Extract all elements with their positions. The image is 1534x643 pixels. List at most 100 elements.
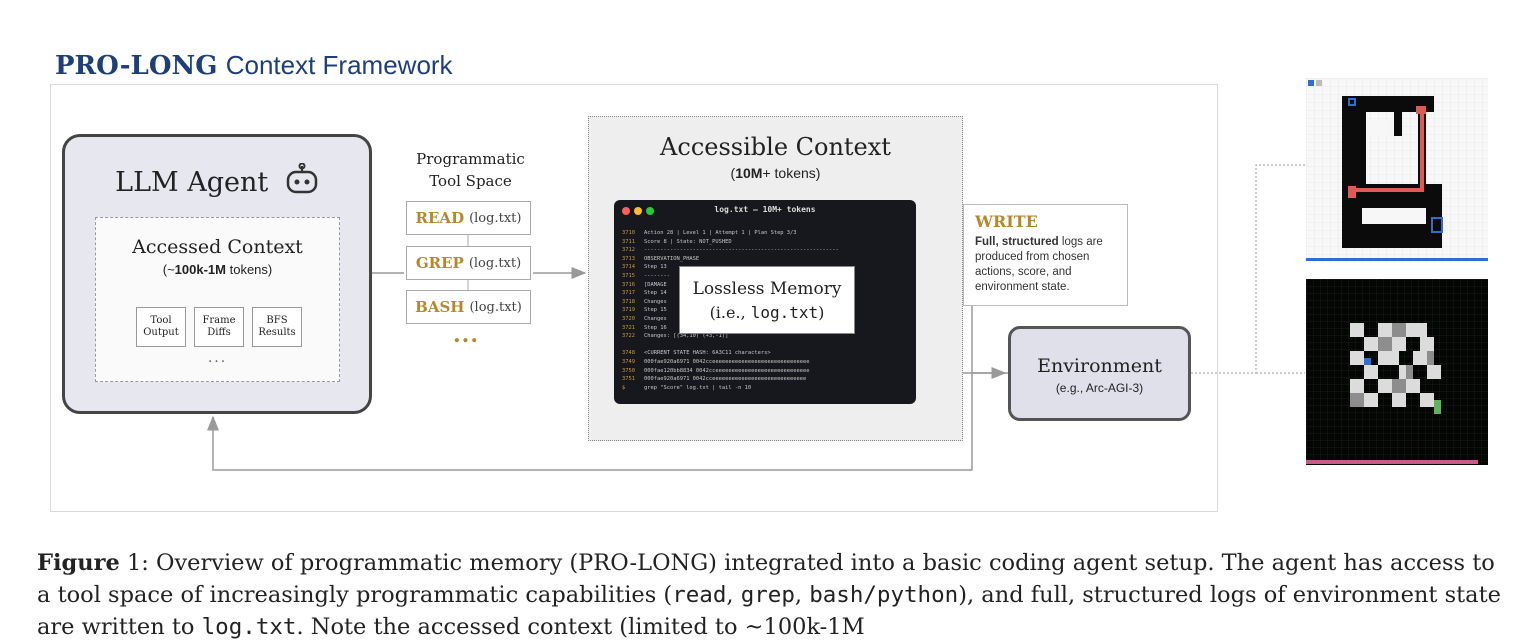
bash-tool-cmd: BASH <box>415 298 465 316</box>
ctx-sub-post: + tokens) <box>762 165 821 181</box>
accessed-ellipsis: ... <box>207 350 228 366</box>
llm-agent-box: LLM Agent Accessed Context (~100k-1M tok… <box>62 134 372 414</box>
terminal-line-number: 3749 <box>622 359 635 365</box>
frame-diffs-chip: Frame Diffs <box>194 307 244 347</box>
terminal-line-number: 3715 <box>622 273 635 279</box>
tool-space-heading-2: Tool Space <box>429 172 512 190</box>
terminal-line-text: Step 15 <box>644 307 667 314</box>
terminal-line: 3711 Score 8 | State: NOT_PUSHED <box>622 239 732 245</box>
bash-tool-arg: (log.txt) <box>469 299 522 315</box>
terminal-line-number: 3750 <box>622 367 635 374</box>
write-box: WRITE Full, structured logs are produced… <box>963 204 1128 306</box>
write-description: Full, structured logs are produced from … <box>975 235 1120 295</box>
terminal-line <box>622 342 644 348</box>
terminal-line-number: 3711 <box>622 238 635 245</box>
terminal-line-text: Changes <box>644 316 667 322</box>
figure-title: PRO-LONG Context Framework <box>55 50 453 81</box>
environment-example: (e.g., Arc-AGI-3) <box>1055 381 1144 395</box>
terminal-line-number: 3713 <box>622 255 635 262</box>
read-tool-arg: (log.txt) <box>469 210 522 226</box>
terminal-line-number: 3719 <box>622 307 635 314</box>
terminal-line-text: [DAMAGE <box>644 281 667 288</box>
title-rest: Context Framework <box>225 50 453 80</box>
terminal-line: $ grep "Score" log.txt | tail -n 10 <box>622 385 751 391</box>
terminal-line-text: Step 13 <box>644 264 667 271</box>
close-dot-icon <box>622 207 630 215</box>
accessed-sub-bold: 100k-1M <box>174 262 226 277</box>
terminal-line: 3713 OBSERVATION_PHASE <box>622 256 699 262</box>
title-bold: PRO-LONG <box>55 51 218 81</box>
lossless-memory-box: Lossless Memory (i.e., log.txt) <box>679 266 855 334</box>
caption-number: 1: <box>119 550 156 576</box>
caption-code-grep: grep <box>740 582 795 608</box>
terminal-line-text: ----------------------------------------… <box>644 247 839 254</box>
grep-tool-arg: (log.txt) <box>468 255 522 271</box>
ctx-sub-pre: ( <box>730 165 736 181</box>
tool-space-heading: Programmatic Tool Space <box>398 148 543 192</box>
accessed-sub-pre: (~ <box>162 262 175 277</box>
terminal-line: 3750 000fae120bb8834 0042cceeeeeeeeeeeeee… <box>622 368 810 374</box>
caption-code-log: log.txt <box>201 614 297 640</box>
terminal-line-text: <CURRENT STATE HASH: 6A3C11 characters> <box>644 350 771 357</box>
write-title: WRITE <box>975 212 1038 231</box>
terminal-line: 3712------------------------------------… <box>622 247 839 253</box>
game-frame-maze-image <box>1306 78 1488 262</box>
environment-box: Environment (e.g., Arc-AGI-3) <box>1008 326 1191 421</box>
caption-code-read: read <box>672 582 727 608</box>
terminal-line: 3710 Action 28 | Level 1 | Attempt 1 | Pl… <box>622 230 797 236</box>
terminal-line: 3748<CURRENT STATE HASH: 6A3C11 characte… <box>622 350 771 356</box>
accessed-context-tokens: (~100k-1M tokens) <box>96 262 339 277</box>
tool-space-heading-1: Programmatic <box>416 150 525 168</box>
lossless-memory-title: Lossless Memory <box>692 279 842 299</box>
robot-icon <box>286 162 318 194</box>
tool-output-chip: Tool Output <box>136 307 186 347</box>
terminal-line-text: Action 28 | Level 1 | Attempt 1 | Plan S… <box>644 230 797 236</box>
tool-ellipsis: ... <box>453 322 479 348</box>
env-to-game1-dotted <box>1191 164 1305 374</box>
terminal-line-text: 000fae120bb8834 0042cceeeeeeeeeeeeeeeeee… <box>644 367 810 374</box>
lossless-code: log.txt <box>750 303 819 322</box>
terminal-line-text: Changes: [(34,10) (+3,-1)] <box>644 333 729 340</box>
grep-tool: GREP(log.txt) <box>406 246 531 280</box>
terminal-line-number: 3710 <box>622 230 635 236</box>
terminal-line: 3717 Step 14 <box>622 290 667 296</box>
accessed-context-title: Accessed Context <box>132 236 303 258</box>
terminal-line-text: 000fae920a6971 0042cceeeeeeeeeeeeeeeeeee… <box>644 376 807 383</box>
terminal-line-text: Score 8 | State: NOT_PUSHED <box>644 238 732 245</box>
terminal-line-text: grep "Score" log.txt | tail -n 10 <box>644 384 752 391</box>
caption-text-5: . Note the accessed context (limited to … <box>296 614 865 640</box>
terminal-line-text: Step 16 <box>644 324 667 331</box>
terminal-line: 3749 000fae920a6971 0042cceeeeeeeeeeeeeee… <box>622 359 810 365</box>
ctx-sub-bold: 10M <box>735 165 763 181</box>
minimize-dot-icon <box>634 207 642 215</box>
write-body-rest: logs are produced from chosen actions, s… <box>975 236 1103 293</box>
terminal-line: 3716[DAMAGE <box>622 282 667 288</box>
bfs-results-chip: BFS Results <box>252 307 302 347</box>
terminal-line: 3715-------- <box>622 273 670 279</box>
terminal-line-number: $ <box>622 384 626 391</box>
terminal-line-number: 3718 <box>622 298 635 305</box>
diagram-frame <box>50 84 1218 512</box>
terminal-line: 3722 Changes: [(34,10) (+3,-1)] <box>622 333 728 339</box>
terminal-line-text: 000fae920a6971 0042cceeeeeeeeeeeeeeeeeee… <box>644 359 810 365</box>
llm-agent-title: LLM Agent <box>65 162 369 198</box>
accessible-context-title: Accessible Context <box>660 133 891 161</box>
terminal-title: log.txt — 10M+ tokens <box>714 205 816 214</box>
terminal-titlebar: log.txt — 10M+ tokens <box>614 200 916 222</box>
game-frame-grid-image <box>1306 279 1488 465</box>
accessed-context-box: Accessed Context (~100k-1M tokens) Tool … <box>95 217 340 382</box>
terminal-line-number: 3722 <box>622 333 635 340</box>
terminal-line-text: OBSERVATION_PHASE <box>644 255 700 262</box>
caption-label: Figure <box>37 550 120 576</box>
lossless-memory-example: (i.e., log.txt) <box>680 303 854 322</box>
terminal-line-number: 3717 <box>622 290 635 297</box>
terminal-line-text: Step 14 <box>644 290 667 297</box>
accessed-sub-post: tokens) <box>225 262 273 277</box>
caption-text-1: Overview of programmatic memory (PRO-LON… <box>37 550 1495 608</box>
lossless-pre: (i.e., <box>709 303 751 322</box>
terminal-line-number: 3714 <box>622 264 635 271</box>
